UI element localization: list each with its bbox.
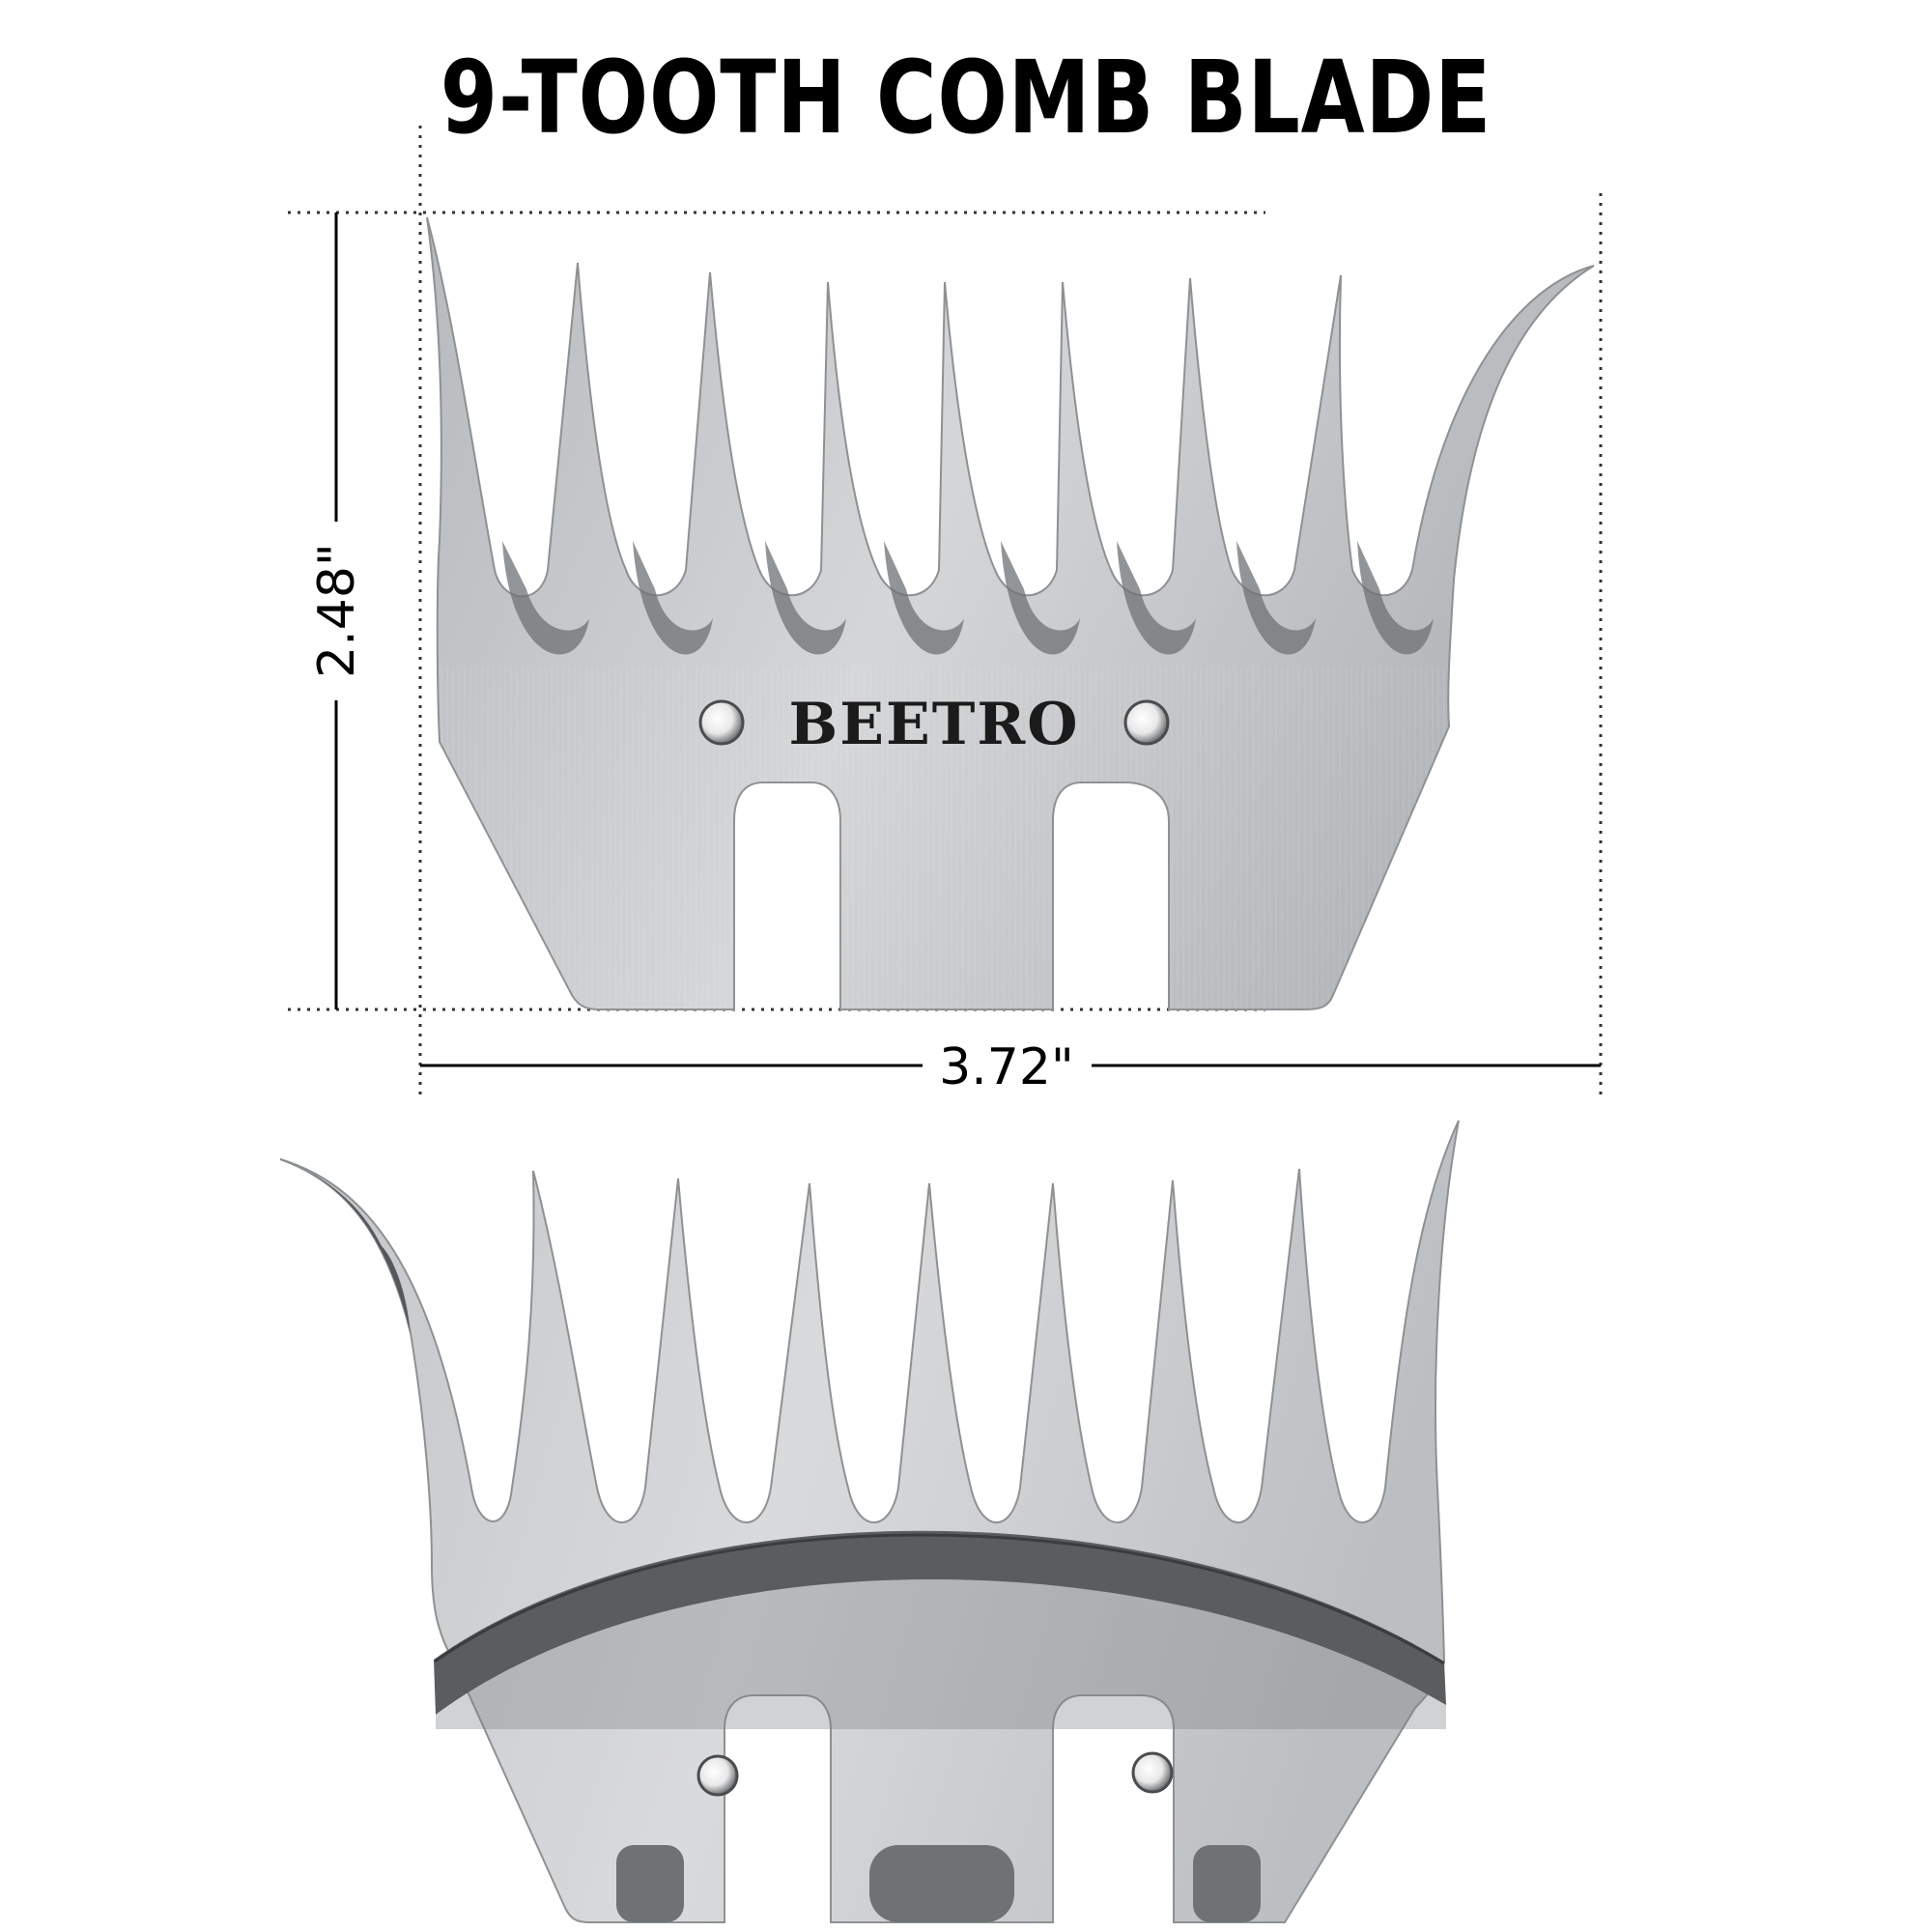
back-screw-hole-right — [1131, 1751, 1174, 1794]
tooth-bevel-shading — [502, 541, 1434, 655]
screw-hole-right — [1123, 699, 1170, 746]
brand-logo: BEETRO — [789, 691, 1080, 758]
blade-front-brush-texture — [440, 667, 1449, 1009]
page-title: 9-TOOTH COMB BLADE — [440, 39, 1492, 156]
slot-recess-left — [616, 1845, 684, 1922]
slot-recess-center — [869, 1845, 1014, 1922]
dimension-guides: 2.48" 3.72" — [288, 126, 1603, 1101]
comb-blade-back — [279, 1120, 1460, 1923]
curved-ground-band — [434, 1530, 1446, 1715]
blade-back-body — [279, 1120, 1460, 1923]
screw-hole-left — [698, 699, 745, 746]
comb-blade-front: BEETRO — [426, 216, 1595, 1010]
height-label: 2.48" — [308, 543, 366, 678]
back-screw-hole-left — [696, 1754, 739, 1797]
slot-recess-right — [1193, 1845, 1261, 1922]
lower-bevel — [436, 1578, 1446, 1729]
width-label: 3.72" — [939, 1038, 1074, 1096]
band-edge — [434, 1533, 1445, 1665]
